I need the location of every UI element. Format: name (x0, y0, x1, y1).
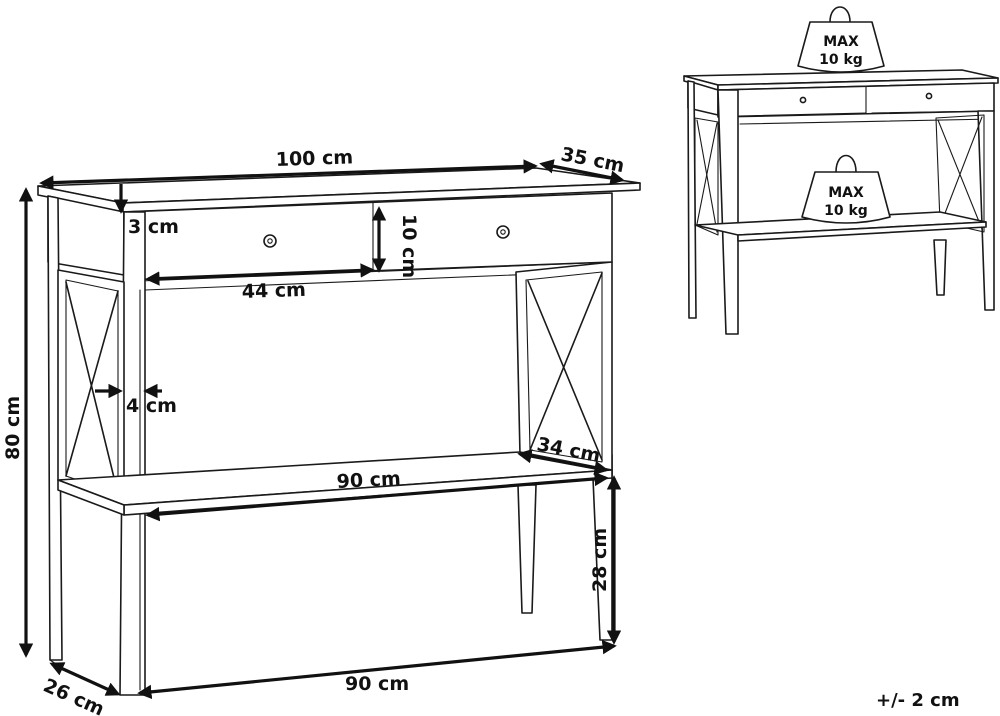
small-shelf-edge (737, 221, 987, 242)
dim-shelf-depth (517, 449, 609, 475)
label-shelf-width: 90 cm (336, 468, 401, 493)
small-drawer-bottom-left (737, 112, 867, 117)
small-table-top-front (717, 77, 999, 91)
dim-drawer-width (145, 263, 375, 286)
label-drawer-width: 44 cm (241, 279, 306, 303)
label-width-top: 100 cm (275, 146, 353, 171)
drawer-knob-left-center (267, 238, 273, 244)
weight-top-body (797, 21, 885, 73)
weight-top-handle (829, 6, 851, 23)
weight-shelf: MAX 10 kg (801, 154, 891, 224)
weight-shelf-line1: MAX (828, 185, 864, 201)
dim-shelf-width (145, 471, 609, 522)
main-table-drawing (37, 167, 641, 696)
small-x-frame-right (935, 114, 985, 233)
label-drawer-height: 10 cm (398, 214, 420, 278)
small-front-right-leg (977, 110, 995, 311)
small-front-left-leg (717, 89, 739, 335)
drawer-knob-right-center (500, 229, 506, 235)
tolerance-note: +/- 2 cm (876, 690, 960, 711)
x-brace-1 (65, 281, 119, 495)
small-knob-right (925, 92, 933, 100)
small-back-left-leg (687, 80, 697, 319)
weight-shelf-line2: 10 kg (824, 203, 868, 219)
small-x-brace-2 (696, 122, 718, 225)
small-x-frame-left (694, 117, 719, 236)
dim-depth-top (539, 159, 625, 185)
label-total-height: 80 cm (2, 396, 24, 460)
weight-top-line1: MAX (823, 34, 859, 50)
weight-shelf-body (801, 171, 891, 224)
label-base-width: 90 cm (345, 673, 409, 695)
x-brace-3 (527, 280, 603, 461)
dim-base-width (137, 639, 617, 700)
drawer-knob-right (496, 225, 510, 239)
lower-shelf-side-edge (57, 479, 125, 516)
weight-top-line2: 10 kg (819, 52, 863, 68)
label-leg-width: 4 cm (126, 395, 177, 417)
small-drawer-bottom-right (871, 110, 995, 114)
dimension-lines (18, 159, 625, 700)
dim-base-depth (49, 662, 121, 696)
small-knob-left (799, 96, 807, 104)
x-brace-4 (529, 272, 603, 451)
small-x-brace-4 (941, 116, 983, 222)
label-shelf-height: 28 cm (589, 528, 611, 592)
label-base-depth: 26 cm (40, 674, 108, 716)
x-brace-2 (65, 290, 119, 477)
label-top-thickness: 3 cm (128, 216, 179, 238)
weight-top: MAX 10 kg (797, 6, 885, 73)
back-right-leg (517, 484, 537, 614)
small-back-right-leg (933, 239, 947, 296)
dim-width-top (39, 159, 538, 190)
drawer-knob-left (263, 234, 277, 248)
weight-shelf-handle (835, 154, 857, 173)
small-apron-line (739, 118, 995, 125)
